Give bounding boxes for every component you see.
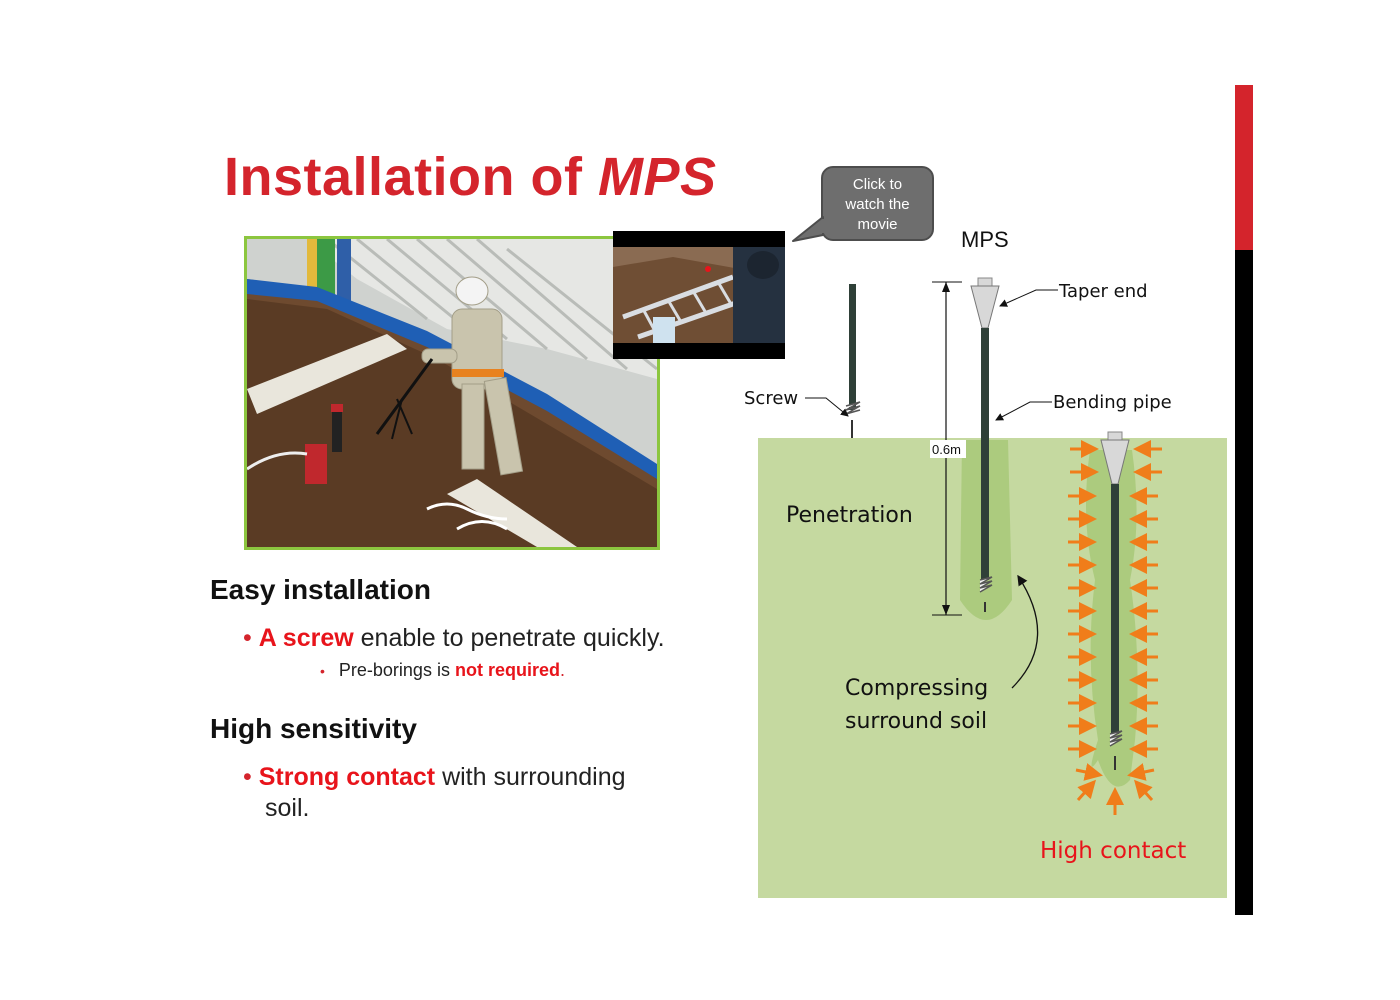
accent-bar-black [1235, 250, 1253, 915]
bullet-strong-contact: • Strong contact with surrounding [243, 763, 626, 792]
movie-thumbnail[interactable] [613, 231, 785, 359]
bullet-contact-text: with surrounding [435, 763, 626, 791]
compressing-label-line1: Compressing [845, 676, 988, 701]
movie-frame [613, 247, 785, 343]
bullet-screw: • A screw enable to penetrate quickly. [243, 624, 665, 653]
sub-bullet-marker: • [320, 663, 325, 679]
mps-label: MPS [961, 227, 1009, 252]
bullet-contact-line2: soil. [265, 794, 310, 822]
compressing-label-line2: surround soil [845, 709, 987, 734]
contact-arrows-left [1068, 440, 1154, 815]
contact-arrows-right [1127, 440, 1162, 781]
bending-pipe-shape [981, 328, 989, 580]
penetration-label: Penetration [786, 503, 913, 528]
callout-pointer [792, 216, 825, 242]
bullet-marker-2: • [243, 763, 252, 791]
bullet-screw-text: enable to penetrate quickly. [353, 624, 665, 652]
sub-bullet-text: Pre-borings is [338, 660, 455, 680]
watch-movie-callout[interactable]: Click to watch the movie [821, 166, 934, 241]
sub-bullet-tail: . [559, 660, 565, 680]
depth-label: 0.6m [932, 442, 961, 457]
bending-pipe-label: Bending pipe [1053, 392, 1172, 413]
sub-bullet-highlight: not required [454, 660, 560, 680]
high-contact-label: High contact [1040, 838, 1186, 864]
callout-line-2: watch the [845, 196, 910, 213]
sub-bullet-preboring: • Pre-borings is not required. [320, 660, 565, 681]
bullet-contact-highlight: Strong contact [258, 763, 436, 791]
title-emphasis: MPS [598, 147, 717, 207]
screw-thread [845, 401, 861, 415]
callout-line-3: movie [857, 216, 898, 233]
slide-title: Installation of MPS [224, 146, 717, 208]
taper-end-label: Taper end [1058, 281, 1148, 302]
mps-diagram: MPS Taper end Bending pipe Screw 0.6m Pe… [744, 227, 1227, 898]
title-prefix: Installation of [224, 147, 599, 207]
heading-high-sensitivity: High sensitivity [210, 713, 417, 744]
accent-bar-red [1235, 85, 1253, 250]
screw-label: Screw [744, 388, 798, 409]
callout-line-1: Click to [852, 176, 903, 193]
bullet-marker: • [243, 624, 252, 652]
installation-photo [244, 236, 660, 550]
taper-end-shape [970, 285, 1000, 329]
heading-easy-installation: Easy installation [210, 574, 431, 605]
mps-cap [977, 277, 993, 287]
screw-shaft [849, 284, 856, 410]
bullet-screw-highlight: A screw [258, 624, 354, 652]
